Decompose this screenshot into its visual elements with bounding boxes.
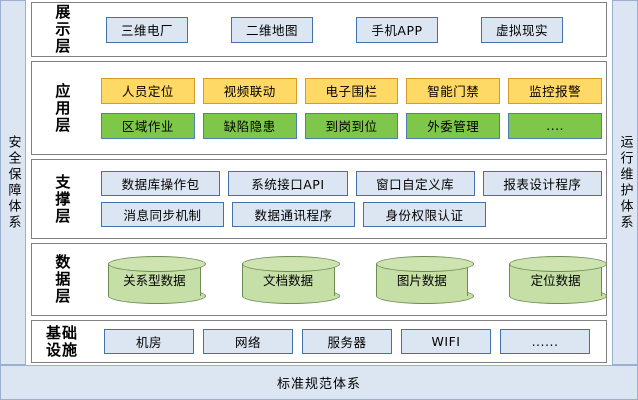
node-smart-access-control[interactable]: 智能门禁 xyxy=(406,77,501,104)
node-computer-room[interactable]: 机房 xyxy=(104,329,194,354)
node-message-sync-mechanism[interactable]: 消息同步机制 xyxy=(101,202,224,227)
cylinder-positioning-data[interactable]: 定位数据 xyxy=(509,255,608,304)
cylinder-top-ellipse xyxy=(509,255,608,272)
layer-support-label: 支撑层 xyxy=(53,173,72,225)
row-application-2: 区域作业 缺陷隐患 到岗到位 外委管理 .... xyxy=(92,112,602,139)
cylinder-label: 关系型数据 xyxy=(123,273,186,288)
left-band-label: 安全保障体系 xyxy=(5,134,21,231)
layer-support: 支撑层 数据库操作包 系统接口API 窗口自定义库 报表设计程序 消息同步机制 … xyxy=(31,159,607,239)
cylinder-label: 图片数据 xyxy=(396,273,447,288)
cylinder-top-ellipse xyxy=(241,255,340,272)
layer-application-label: 应用层 xyxy=(53,82,72,134)
node-database-operation-package[interactable]: 数据库操作包 xyxy=(101,171,221,196)
node-mobile-app[interactable]: 手机APP xyxy=(356,16,438,43)
node-personnel-positioning[interactable]: 人员定位 xyxy=(101,77,195,104)
right-band-label: 运行维护体系 xyxy=(617,134,633,231)
node-electronic-fence[interactable]: 电子围栏 xyxy=(304,77,399,104)
left-band-security-system: 安全保障体系 xyxy=(0,0,26,365)
layer-application-body: 人员定位 视频联动 电子围栏 智能门禁 监控报警 区域作业 缺陷隐患 到岗到位 … xyxy=(92,62,602,154)
node-data-communication-program[interactable]: 数据通讯程序 xyxy=(232,202,355,227)
row-presentation-1: 三维电厂 二维地图 手机APP 虚拟现实 xyxy=(92,16,602,43)
node-network[interactable]: 网络 xyxy=(203,329,293,354)
node-identity-authorization[interactable]: 身份权限认证 xyxy=(363,202,486,227)
node-2d-map[interactable]: 二维地图 xyxy=(231,16,313,43)
cylinder-document-data[interactable]: 文档数据 xyxy=(241,255,340,304)
layer-infrastructure: 基础 设施 机房 网络 服务器 WIFI ...... xyxy=(31,320,607,363)
layer-data-body: 关系型数据 文档数据 图片数据 定 xyxy=(92,244,608,315)
node-infrastructure-more[interactable]: ...... xyxy=(500,329,590,354)
cylinder-top-ellipse xyxy=(375,255,474,272)
node-outsourcing-management[interactable]: 外委管理 xyxy=(406,112,501,139)
right-band-ops-maintenance-system: 运行维护体系 xyxy=(612,0,638,365)
node-video-linkage[interactable]: 视频联动 xyxy=(202,77,297,104)
node-defect-hazard[interactable]: 缺陷隐患 xyxy=(202,112,297,139)
node-wifi[interactable]: WIFI xyxy=(401,329,491,354)
node-monitoring-alarm[interactable]: 监控报警 xyxy=(508,77,602,104)
node-area-operations[interactable]: 区域作业 xyxy=(101,112,195,139)
layer-infrastructure-label: 基础 设施 xyxy=(45,323,78,359)
cylinder-top-ellipse xyxy=(108,255,206,272)
layer-presentation-body: 三维电厂 二维地图 手机APP 虚拟现实 xyxy=(92,3,602,56)
node-application-more[interactable]: .... xyxy=(508,112,602,139)
node-server[interactable]: 服务器 xyxy=(302,329,392,354)
layer-data-label: 数据层 xyxy=(53,254,72,305)
row-support-2: 消息同步机制 数据通讯程序 身份权限认证 xyxy=(92,202,602,227)
layer-presentation: 展示层 三维电厂 二维地图 手机APP 虚拟现实 xyxy=(31,2,607,57)
row-infrastructure-1: 机房 网络 服务器 WIFI ...... xyxy=(92,329,602,354)
node-window-custom-library[interactable]: 窗口自定义库 xyxy=(355,171,475,196)
layer-presentation-label: 展示层 xyxy=(53,4,72,55)
bottom-bar-label: 标准规范体系 xyxy=(276,377,361,392)
bottom-bar-standards-system: 标准规范体系 xyxy=(0,365,638,400)
row-application-1: 人员定位 视频联动 电子围栏 智能门禁 监控报警 xyxy=(92,77,602,104)
node-system-interface-api[interactable]: 系统接口API xyxy=(228,171,348,196)
node-on-post-on-duty[interactable]: 到岗到位 xyxy=(304,112,399,139)
node-virtual-reality[interactable]: 虚拟现实 xyxy=(481,16,563,43)
cylinder-label: 文档数据 xyxy=(263,273,314,288)
node-3d-power-plant[interactable]: 三维电厂 xyxy=(106,16,188,43)
node-report-design-program[interactable]: 报表设计程序 xyxy=(482,171,602,196)
cylinder-relational-data[interactable]: 关系型数据 xyxy=(108,255,206,304)
layer-application: 应用层 人员定位 视频联动 电子围栏 智能门禁 监控报警 区域作业 缺陷隐患 到… xyxy=(31,61,607,155)
row-support-1: 数据库操作包 系统接口API 窗口自定义库 报表设计程序 xyxy=(92,171,602,196)
cylinder-label: 定位数据 xyxy=(530,273,581,288)
layer-support-body: 数据库操作包 系统接口API 窗口自定义库 报表设计程序 消息同步机制 数据通讯… xyxy=(92,160,602,238)
row-data-1: 关系型数据 文档数据 图片数据 定 xyxy=(92,255,608,304)
layer-infrastructure-body: 机房 网络 服务器 WIFI ...... xyxy=(92,321,602,362)
layer-data: 数据层 关系型数据 文档数据 xyxy=(31,243,608,316)
cylinder-image-data[interactable]: 图片数据 xyxy=(375,255,474,304)
